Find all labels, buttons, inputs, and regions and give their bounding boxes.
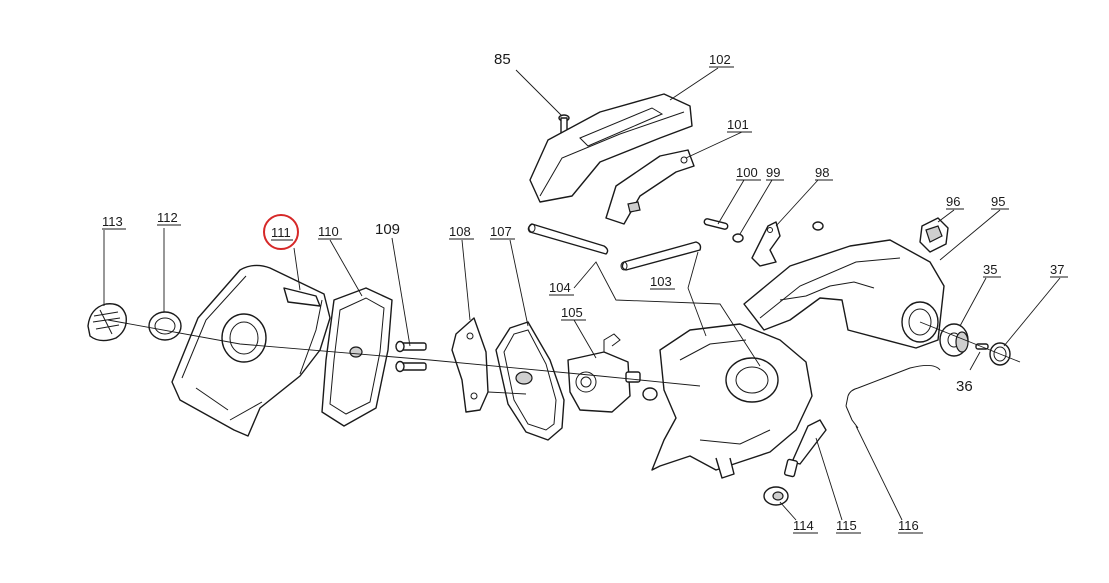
tube-103-icon	[620, 241, 702, 271]
svg-text:99: 99	[766, 165, 780, 180]
label-98[interactable]: 98	[815, 165, 833, 181]
switch-icon	[919, 217, 949, 253]
valve-seat-icon	[763, 486, 789, 506]
svg-text:95: 95	[991, 194, 1005, 209]
screws-icon	[395, 340, 427, 373]
svg-text:111: 111	[271, 225, 291, 240]
filter-element-icon	[321, 287, 393, 427]
svg-text:109: 109	[375, 221, 400, 238]
label-112[interactable]: 112	[157, 210, 181, 226]
label-37[interactable]: 37	[1050, 262, 1068, 278]
label-108[interactable]: 108	[449, 224, 474, 240]
filter-base-icon	[495, 321, 565, 441]
svg-text:113: 113	[102, 214, 123, 229]
label-103[interactable]: 103	[650, 274, 675, 290]
svg-text:107: 107	[490, 224, 512, 239]
label-36[interactable]: 36	[956, 378, 973, 395]
gasket-icon	[451, 317, 489, 413]
carburetor-icon	[567, 333, 658, 413]
label-102[interactable]: 102	[709, 52, 734, 68]
svg-text:116: 116	[898, 518, 919, 533]
svg-text:101: 101	[727, 117, 749, 132]
tube-104-icon	[527, 223, 609, 255]
svg-text:110: 110	[318, 224, 339, 239]
throttle-trigger-icon	[751, 221, 824, 267]
label-99[interactable]: 99	[766, 165, 784, 181]
leader-lines	[103, 67, 1061, 521]
label-101[interactable]: 101	[727, 117, 752, 133]
part-labels: 113 112 111 110 109 108 107 105	[102, 51, 1068, 534]
svg-text:98: 98	[815, 165, 829, 180]
svg-text:96: 96	[946, 194, 960, 209]
svg-text:103: 103	[650, 274, 672, 289]
svg-text:35: 35	[983, 262, 997, 277]
svg-text:115: 115	[836, 518, 857, 533]
valve-icon	[783, 419, 827, 478]
handle-cover-icon	[529, 93, 693, 203]
screw-icon	[558, 114, 570, 137]
label-111[interactable]: 111	[263, 214, 299, 250]
svg-text:102: 102	[709, 52, 731, 67]
hose-icon	[845, 364, 941, 429]
grommet-icon	[939, 323, 969, 357]
air-filter-cover-icon	[171, 264, 331, 437]
knob-icon	[87, 303, 127, 342]
label-110[interactable]: 110	[318, 224, 342, 240]
label-100[interactable]: 100	[736, 165, 761, 181]
highlight-ring	[263, 214, 299, 250]
label-105[interactable]: 105	[561, 305, 586, 321]
label-107[interactable]: 107	[490, 224, 515, 240]
svg-text:112: 112	[157, 210, 178, 225]
svg-text:105: 105	[561, 305, 583, 320]
label-104[interactable]: 104	[549, 280, 574, 296]
svg-text:108: 108	[449, 224, 471, 239]
label-115[interactable]: 115	[836, 518, 861, 534]
label-95[interactable]: 95	[991, 194, 1009, 210]
circlip-icon	[732, 233, 744, 243]
label-114[interactable]: 114	[793, 518, 818, 534]
label-96[interactable]: 96	[946, 194, 964, 210]
engine-housing-icon	[651, 323, 813, 479]
svg-text:104: 104	[549, 280, 571, 295]
washer-icon	[148, 311, 182, 341]
label-116[interactable]: 116	[898, 518, 923, 534]
svg-text:37: 37	[1050, 262, 1064, 277]
pin-icon	[703, 218, 729, 230]
svg-text:85: 85	[494, 51, 511, 68]
svg-text:114: 114	[793, 518, 814, 533]
label-113[interactable]: 113	[102, 214, 126, 230]
label-35[interactable]: 35	[983, 262, 1001, 278]
label-85[interactable]: 85	[494, 51, 511, 68]
trigger-lockout-icon	[605, 149, 695, 225]
rear-handle-housing-icon	[743, 239, 945, 349]
svg-text:100: 100	[736, 165, 758, 180]
svg-text:36: 36	[956, 378, 973, 395]
label-109[interactable]: 109	[375, 221, 400, 238]
